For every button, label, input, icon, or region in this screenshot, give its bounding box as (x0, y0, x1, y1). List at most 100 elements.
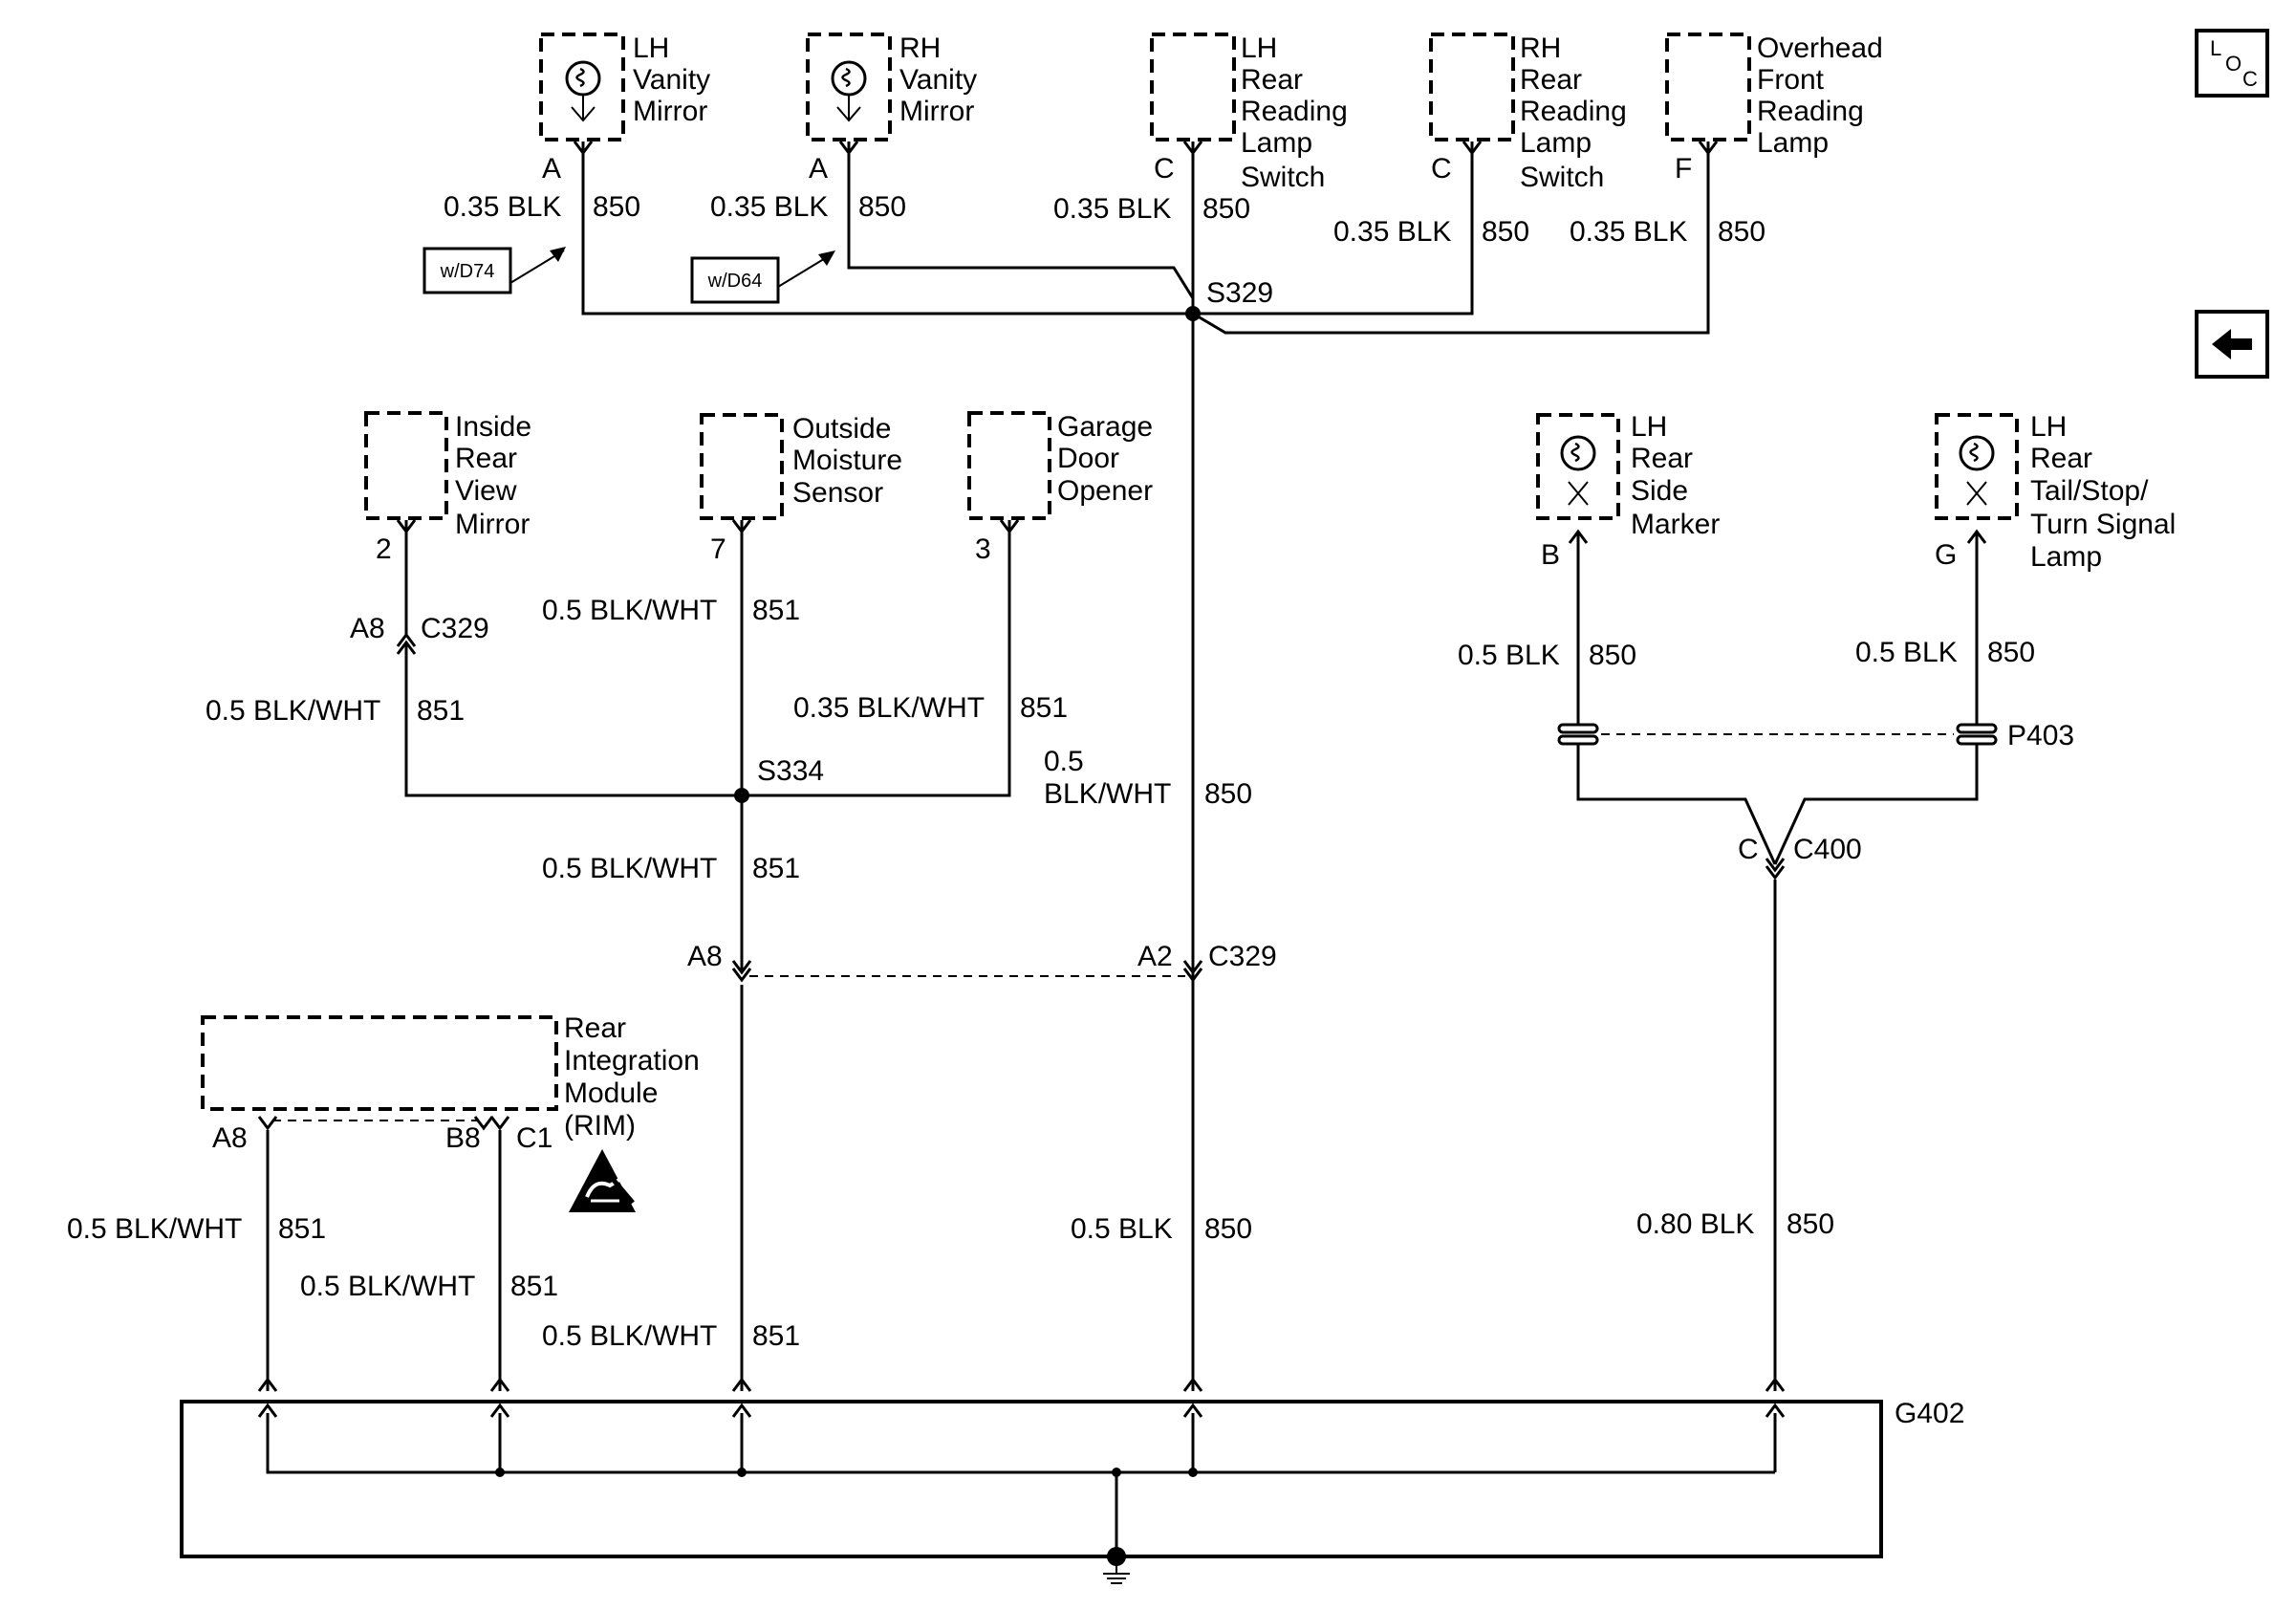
label-line: Rear (1631, 443, 1693, 474)
pin-label: A (542, 153, 561, 185)
label-line: Rear (1241, 64, 1303, 96)
outside-moisture-sensor: Outside Moisture Sensor 7 (700, 413, 902, 565)
label-line: Door (1057, 443, 1119, 474)
locator-letter: O (2225, 52, 2242, 76)
ground-label: G402 (1895, 1398, 1964, 1429)
label-line: Reading (1241, 96, 1348, 127)
splice-s334-dot (734, 788, 749, 803)
ground-g402: G402 (180, 1398, 1964, 1584)
wire-gauge: 0.35 BLK (1333, 216, 1451, 248)
back-arrow-button[interactable] (2195, 310, 2269, 379)
label-line: Lamp (1520, 127, 1592, 159)
label-line: Lamp (2030, 541, 2102, 573)
rh-rear-reading-lamp-switch: RH Rear Reading Lamp Switch C (1429, 33, 1627, 193)
label-line: Rear (2030, 443, 2092, 474)
wire-circuit: 850 (1589, 640, 1636, 671)
garage-door-opener: Garage Door Opener 3 (967, 411, 1153, 565)
label-line: Sensor (792, 477, 883, 509)
label-line: Tail/Stop/ (2030, 475, 2149, 507)
label-line: Module (564, 1077, 658, 1109)
lh-vanity-mirror: LH Vanity Mirror A (539, 33, 710, 185)
component-locator-button[interactable]: L O C (2195, 29, 2269, 98)
pin-label: A8 (212, 1122, 248, 1154)
wire-circuit: 850 (858, 191, 906, 223)
connector-label: P403 (2007, 720, 2074, 751)
locator-letter: C (2242, 67, 2258, 91)
label-line: Switch (1241, 162, 1325, 193)
label-line: Mirror (455, 509, 530, 540)
label-line: Lamp (1241, 127, 1312, 159)
splice-label: S329 (1206, 277, 1273, 309)
label-line: Inside (455, 411, 531, 443)
label-line: Moisture (792, 445, 902, 476)
label-line: RH (899, 33, 941, 64)
label-line: Outside (792, 413, 891, 445)
label-line: Mirror (899, 96, 974, 127)
wire-circuit: 851 (752, 853, 800, 884)
pin-label: B8 (445, 1122, 481, 1154)
connector-pin: C (1738, 834, 1759, 865)
rh-vanity-mirror: RH Vanity Mirror A (806, 33, 977, 185)
label-line: Integration (564, 1045, 700, 1077)
wire-circuit: 851 (510, 1271, 558, 1302)
wire-gauge: 0.5 BLK/WHT (542, 595, 717, 626)
lamp-bulb-icon (1959, 435, 1995, 471)
wire-circuit: 850 (1787, 1208, 1834, 1240)
wire-circuit: 850 (1202, 193, 1250, 225)
wire-gauge: 0.5 BLK/WHT (542, 1320, 717, 1352)
label-line: Opener (1057, 475, 1153, 507)
wire-circuit: 850 (1987, 637, 2035, 668)
terminal-pin-icon (257, 1115, 278, 1130)
option-box-d64: w/D64 (690, 250, 835, 304)
wire-gauge: 0.5 BLK/WHT (206, 695, 380, 727)
lh-rear-side-marker: LH Rear Side Marker B (1536, 411, 1720, 571)
connector-pin: A8 (687, 941, 723, 972)
label-line: LH (633, 33, 669, 64)
wire-gauge: 0.35 BLK (710, 191, 828, 223)
ground-symbol-icon (1103, 1564, 1130, 1584)
wire-circuit: 850 (1204, 778, 1252, 810)
wire-gauge: 0.5 BLK/WHT (300, 1271, 475, 1302)
label-line: LH (2030, 411, 2067, 443)
connector-label: C329 (1208, 941, 1277, 972)
pin-label: C (1431, 153, 1452, 185)
label-line: LH (1631, 411, 1667, 443)
label-line: Rear (455, 443, 517, 474)
option-box-d74: w/D74 (422, 247, 566, 294)
esd-warning-icon (569, 1149, 636, 1212)
wire-gauge: 0.5 BLK/WHT (67, 1213, 242, 1245)
connector-label: C329 (421, 613, 489, 644)
wire-gauge: 0.5 BLK/WHT (542, 853, 717, 884)
splice-label: S334 (757, 755, 824, 787)
top-wiring (581, 141, 1710, 335)
pin-label: 7 (710, 533, 726, 565)
middle-wiring (404, 520, 1011, 970)
wire-circuit: 851 (1020, 692, 1068, 724)
lh-rear-tail-stop-turn-lamp: LH Rear Tail/Stop/ Turn Signal Lamp G (1935, 411, 2176, 573)
label-line: Vanity (899, 64, 977, 96)
wire-gauge: 0.80 BLK (1636, 1208, 1754, 1240)
wire-gauge: 0.5 BLK (1458, 640, 1560, 671)
pin-label: A (809, 153, 828, 185)
pin-label: C (1154, 153, 1175, 185)
lamp-bulb-icon (565, 60, 601, 97)
locator-letter: L (2210, 36, 2221, 60)
label-line: RH (1520, 33, 1561, 64)
label-line: Overhead (1757, 33, 1883, 64)
label-line: Rear (1520, 64, 1582, 96)
wire-circuit: 851 (752, 595, 800, 626)
lamp-bulb-icon (831, 60, 867, 97)
lh-rear-reading-lamp-switch: LH Rear Reading Lamp Switch C (1150, 33, 1348, 193)
label-line: Rear (564, 1012, 626, 1044)
option-label: w/D64 (707, 271, 763, 292)
wire-gauge: 0.5 BLK (1855, 637, 1958, 668)
label-line: Reading (1520, 96, 1627, 127)
wire-circuit: 851 (278, 1213, 326, 1245)
pin-label: C1 (516, 1122, 552, 1154)
wire-gauge: 0.35 BLK (1570, 216, 1687, 248)
label-line: LH (1241, 33, 1277, 64)
wire-gauge: BLK/WHT (1044, 778, 1171, 810)
pin-label: G (1935, 539, 1957, 571)
inside-rear-view-mirror: Inside Rear View Mirror 2 (364, 411, 531, 565)
